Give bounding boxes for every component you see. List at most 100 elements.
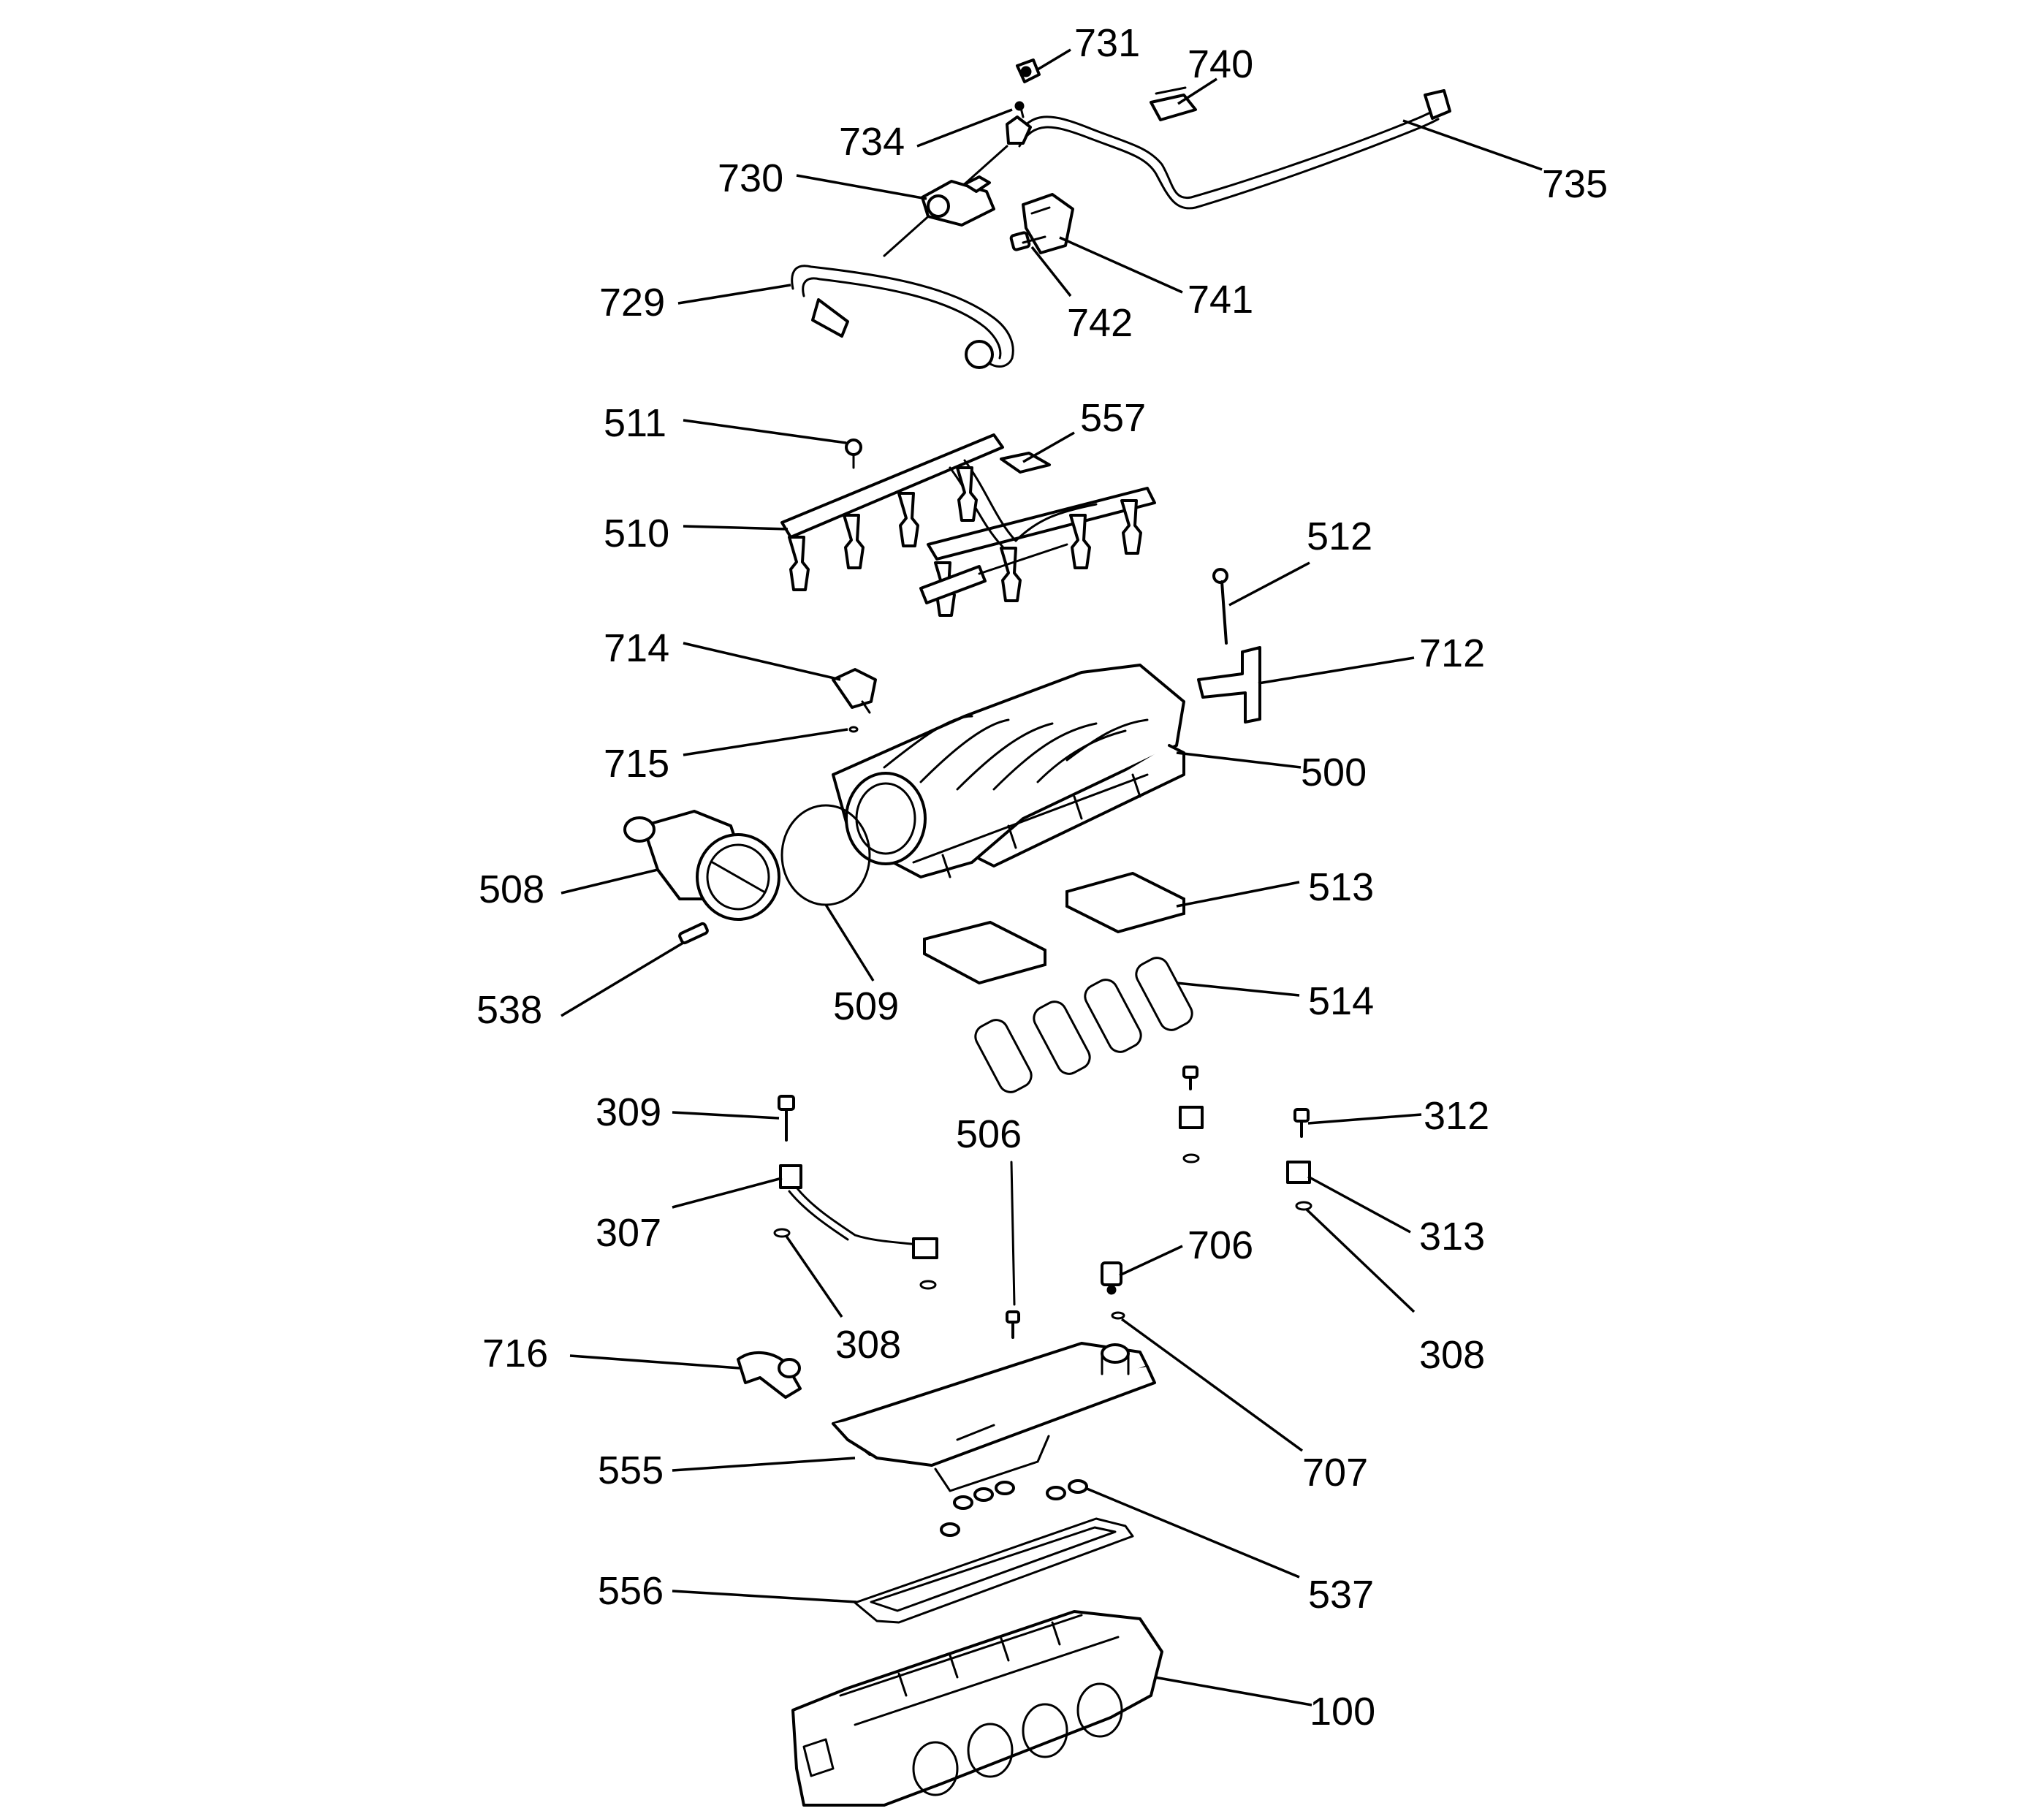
part-735-fuel-feed-line	[883, 89, 1451, 257]
fuel-injector	[897, 492, 919, 547]
part-538-bolt	[678, 922, 709, 945]
part-742-bolt	[1009, 231, 1046, 251]
callout-labels: 731 740 734 735 730 741 742 729 511 557 …	[476, 21, 1608, 1734]
callout-509: 509	[833, 984, 899, 1028]
leader-740	[1177, 77, 1217, 105]
callout-100: 100	[1310, 1690, 1375, 1734]
fuel-injector	[788, 536, 810, 591]
part-715-seal	[848, 726, 859, 733]
callout-707: 707	[1302, 1451, 1368, 1495]
fuel-injector	[1069, 514, 1091, 569]
leader-308b	[1305, 1208, 1416, 1313]
part-514-intake-gaskets	[974, 957, 1193, 1093]
callout-734: 734	[839, 120, 905, 164]
part-511-bolt	[845, 438, 862, 469]
leader-714	[683, 642, 841, 681]
part-509-throttle-body-gasket	[780, 804, 871, 906]
callout-740: 740	[1188, 42, 1253, 86]
fuel-injector	[1000, 547, 1022, 602]
callout-730: 730	[718, 156, 783, 200]
leader-508	[561, 868, 658, 895]
leader-512	[1228, 561, 1310, 607]
callout-506: 506	[956, 1112, 1022, 1156]
leader-538	[561, 941, 684, 1017]
callout-513: 513	[1308, 865, 1374, 909]
callout-511: 511	[604, 401, 666, 445]
part-712-bracket	[1197, 646, 1261, 724]
leader-308a	[784, 1234, 843, 1318]
part-557-clip	[1000, 452, 1051, 474]
part-731-cap	[1016, 58, 1041, 83]
part-309-bolt	[778, 1095, 795, 1142]
leader-312	[1307, 1113, 1422, 1125]
leader-715	[683, 728, 848, 756]
callout-312: 312	[1424, 1094, 1489, 1138]
callout-537: 537	[1308, 1573, 1374, 1617]
part-556-valley-gasket	[854, 1517, 1134, 1624]
part-716-fitting	[737, 1351, 802, 1399]
callout-555: 555	[598, 1449, 664, 1492]
callout-557: 557	[1080, 396, 1146, 440]
callout-538: 538	[476, 988, 542, 1032]
part-100-engine-block	[791, 1610, 1163, 1807]
fuel-injector	[956, 466, 978, 522]
callout-500: 500	[1301, 751, 1367, 794]
part-513-pads	[923, 871, 1185, 985]
callout-514: 514	[1308, 979, 1374, 1023]
leader-735	[1402, 119, 1543, 171]
leader-556	[672, 1590, 857, 1603]
callout-309: 309	[596, 1090, 661, 1134]
part-308-seals	[773, 1201, 1312, 1290]
callout-712: 712	[1419, 631, 1485, 675]
leader-313	[1307, 1175, 1411, 1234]
part-506-bolt	[1006, 1161, 1020, 1339]
callout-510: 510	[604, 512, 669, 555]
leader-511	[683, 419, 847, 444]
fuel-injector	[843, 514, 865, 569]
leader-514	[1176, 982, 1300, 997]
callout-731: 731	[1074, 21, 1140, 65]
callout-741: 741	[1188, 278, 1253, 322]
leader-510	[683, 525, 789, 531]
leader-309	[672, 1111, 780, 1120]
part-706-fitting	[1101, 1261, 1122, 1295]
callout-556: 556	[598, 1569, 664, 1613]
leader-742	[1030, 246, 1072, 297]
leader-716	[569, 1354, 740, 1370]
part-537-seals	[940, 1479, 1088, 1537]
part-729-purge-line	[791, 265, 1014, 369]
leader-712	[1258, 656, 1415, 685]
leader-729	[677, 284, 791, 305]
leader-730	[796, 174, 927, 200]
leader-500	[1176, 751, 1302, 769]
callout-308b: 308	[1419, 1333, 1485, 1377]
leader-706	[1119, 1245, 1183, 1277]
leader-734	[916, 108, 1013, 148]
leader-557	[1022, 431, 1075, 463]
leader-513	[1176, 881, 1300, 908]
part-510-fuel-rail	[780, 433, 1156, 617]
callout-716: 716	[482, 1332, 548, 1375]
part-512-stud	[1212, 568, 1228, 645]
leader-731	[1037, 48, 1071, 71]
callout-714: 714	[604, 626, 669, 670]
callout-715: 715	[604, 742, 669, 786]
part-center-sensor	[1179, 1066, 1204, 1163]
leader-537	[1084, 1487, 1300, 1579]
callout-735: 735	[1542, 162, 1608, 206]
part-313-sensor	[1286, 1161, 1311, 1184]
part-714-sensor	[832, 668, 877, 714]
callout-307: 307	[596, 1211, 661, 1255]
callout-512: 512	[1307, 515, 1372, 558]
part-508-throttle-body	[623, 810, 780, 921]
part-500-intake-manifold	[832, 664, 1185, 878]
part-307-sensor	[779, 1164, 938, 1259]
leader-741	[1059, 236, 1183, 294]
callout-729: 729	[599, 281, 665, 324]
callout-706: 706	[1188, 1223, 1253, 1267]
callout-308a: 308	[835, 1323, 901, 1367]
callout-508: 508	[479, 867, 544, 911]
callout-313: 313	[1419, 1215, 1485, 1258]
leader-509	[824, 904, 875, 982]
